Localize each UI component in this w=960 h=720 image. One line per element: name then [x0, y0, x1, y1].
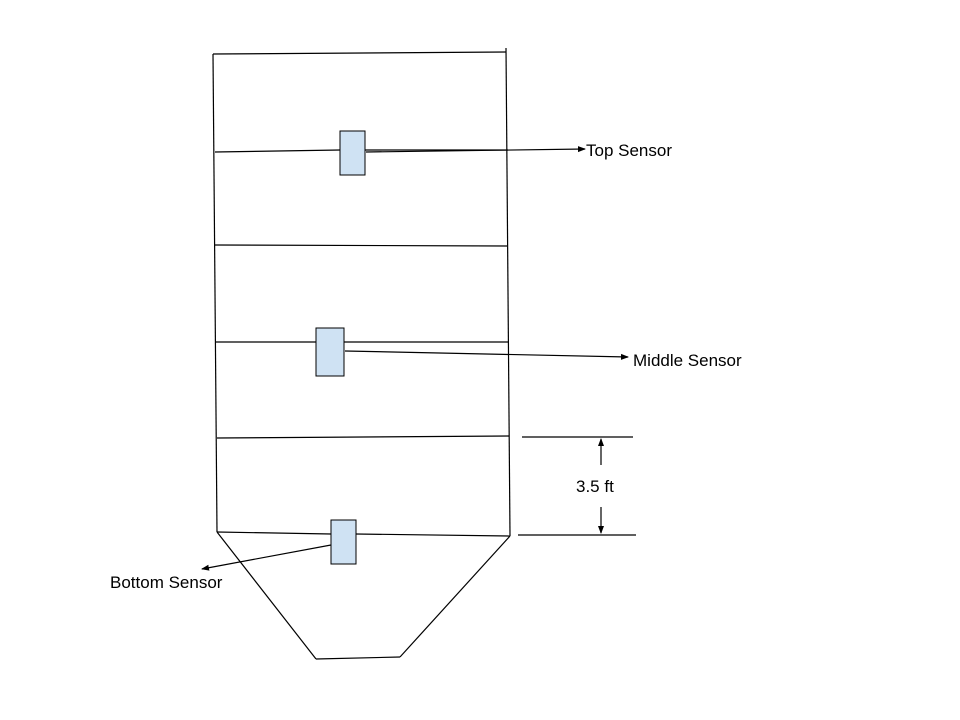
- silo-top-edge: [212, 51, 507, 55]
- level-line: [216, 531, 332, 535]
- level-line: [214, 244, 508, 247]
- middle-sensor-label: Middle Sensor: [633, 351, 742, 370]
- level-line: [214, 149, 341, 153]
- dimension-marker: [518, 436, 636, 536]
- hopper-left-edge: [216, 531, 317, 660]
- top-sensor-label: Top Sensor: [586, 141, 672, 160]
- silo-right-wall: [505, 47, 511, 537]
- bottom-sensor-arrow: [201, 544, 332, 571]
- bottom-sensor-label: Bottom Sensor: [110, 573, 223, 592]
- hopper-right-edge: [399, 535, 511, 658]
- silo-left-wall: [212, 53, 218, 533]
- bottom-sensor-box: [330, 519, 357, 565]
- top-sensor-box: [339, 130, 366, 176]
- level-line: [355, 533, 511, 537]
- top-sensor-arrow: [365, 146, 586, 153]
- middle-sensor-arrow: [344, 350, 629, 360]
- silo-levels: [214, 149, 511, 537]
- dimension-label: 3.5 ft: [576, 477, 614, 496]
- silo-outline: [212, 47, 511, 660]
- hopper-bottom-edge: [315, 656, 401, 660]
- level-line: [216, 435, 510, 439]
- middle-sensor-box: [315, 327, 345, 377]
